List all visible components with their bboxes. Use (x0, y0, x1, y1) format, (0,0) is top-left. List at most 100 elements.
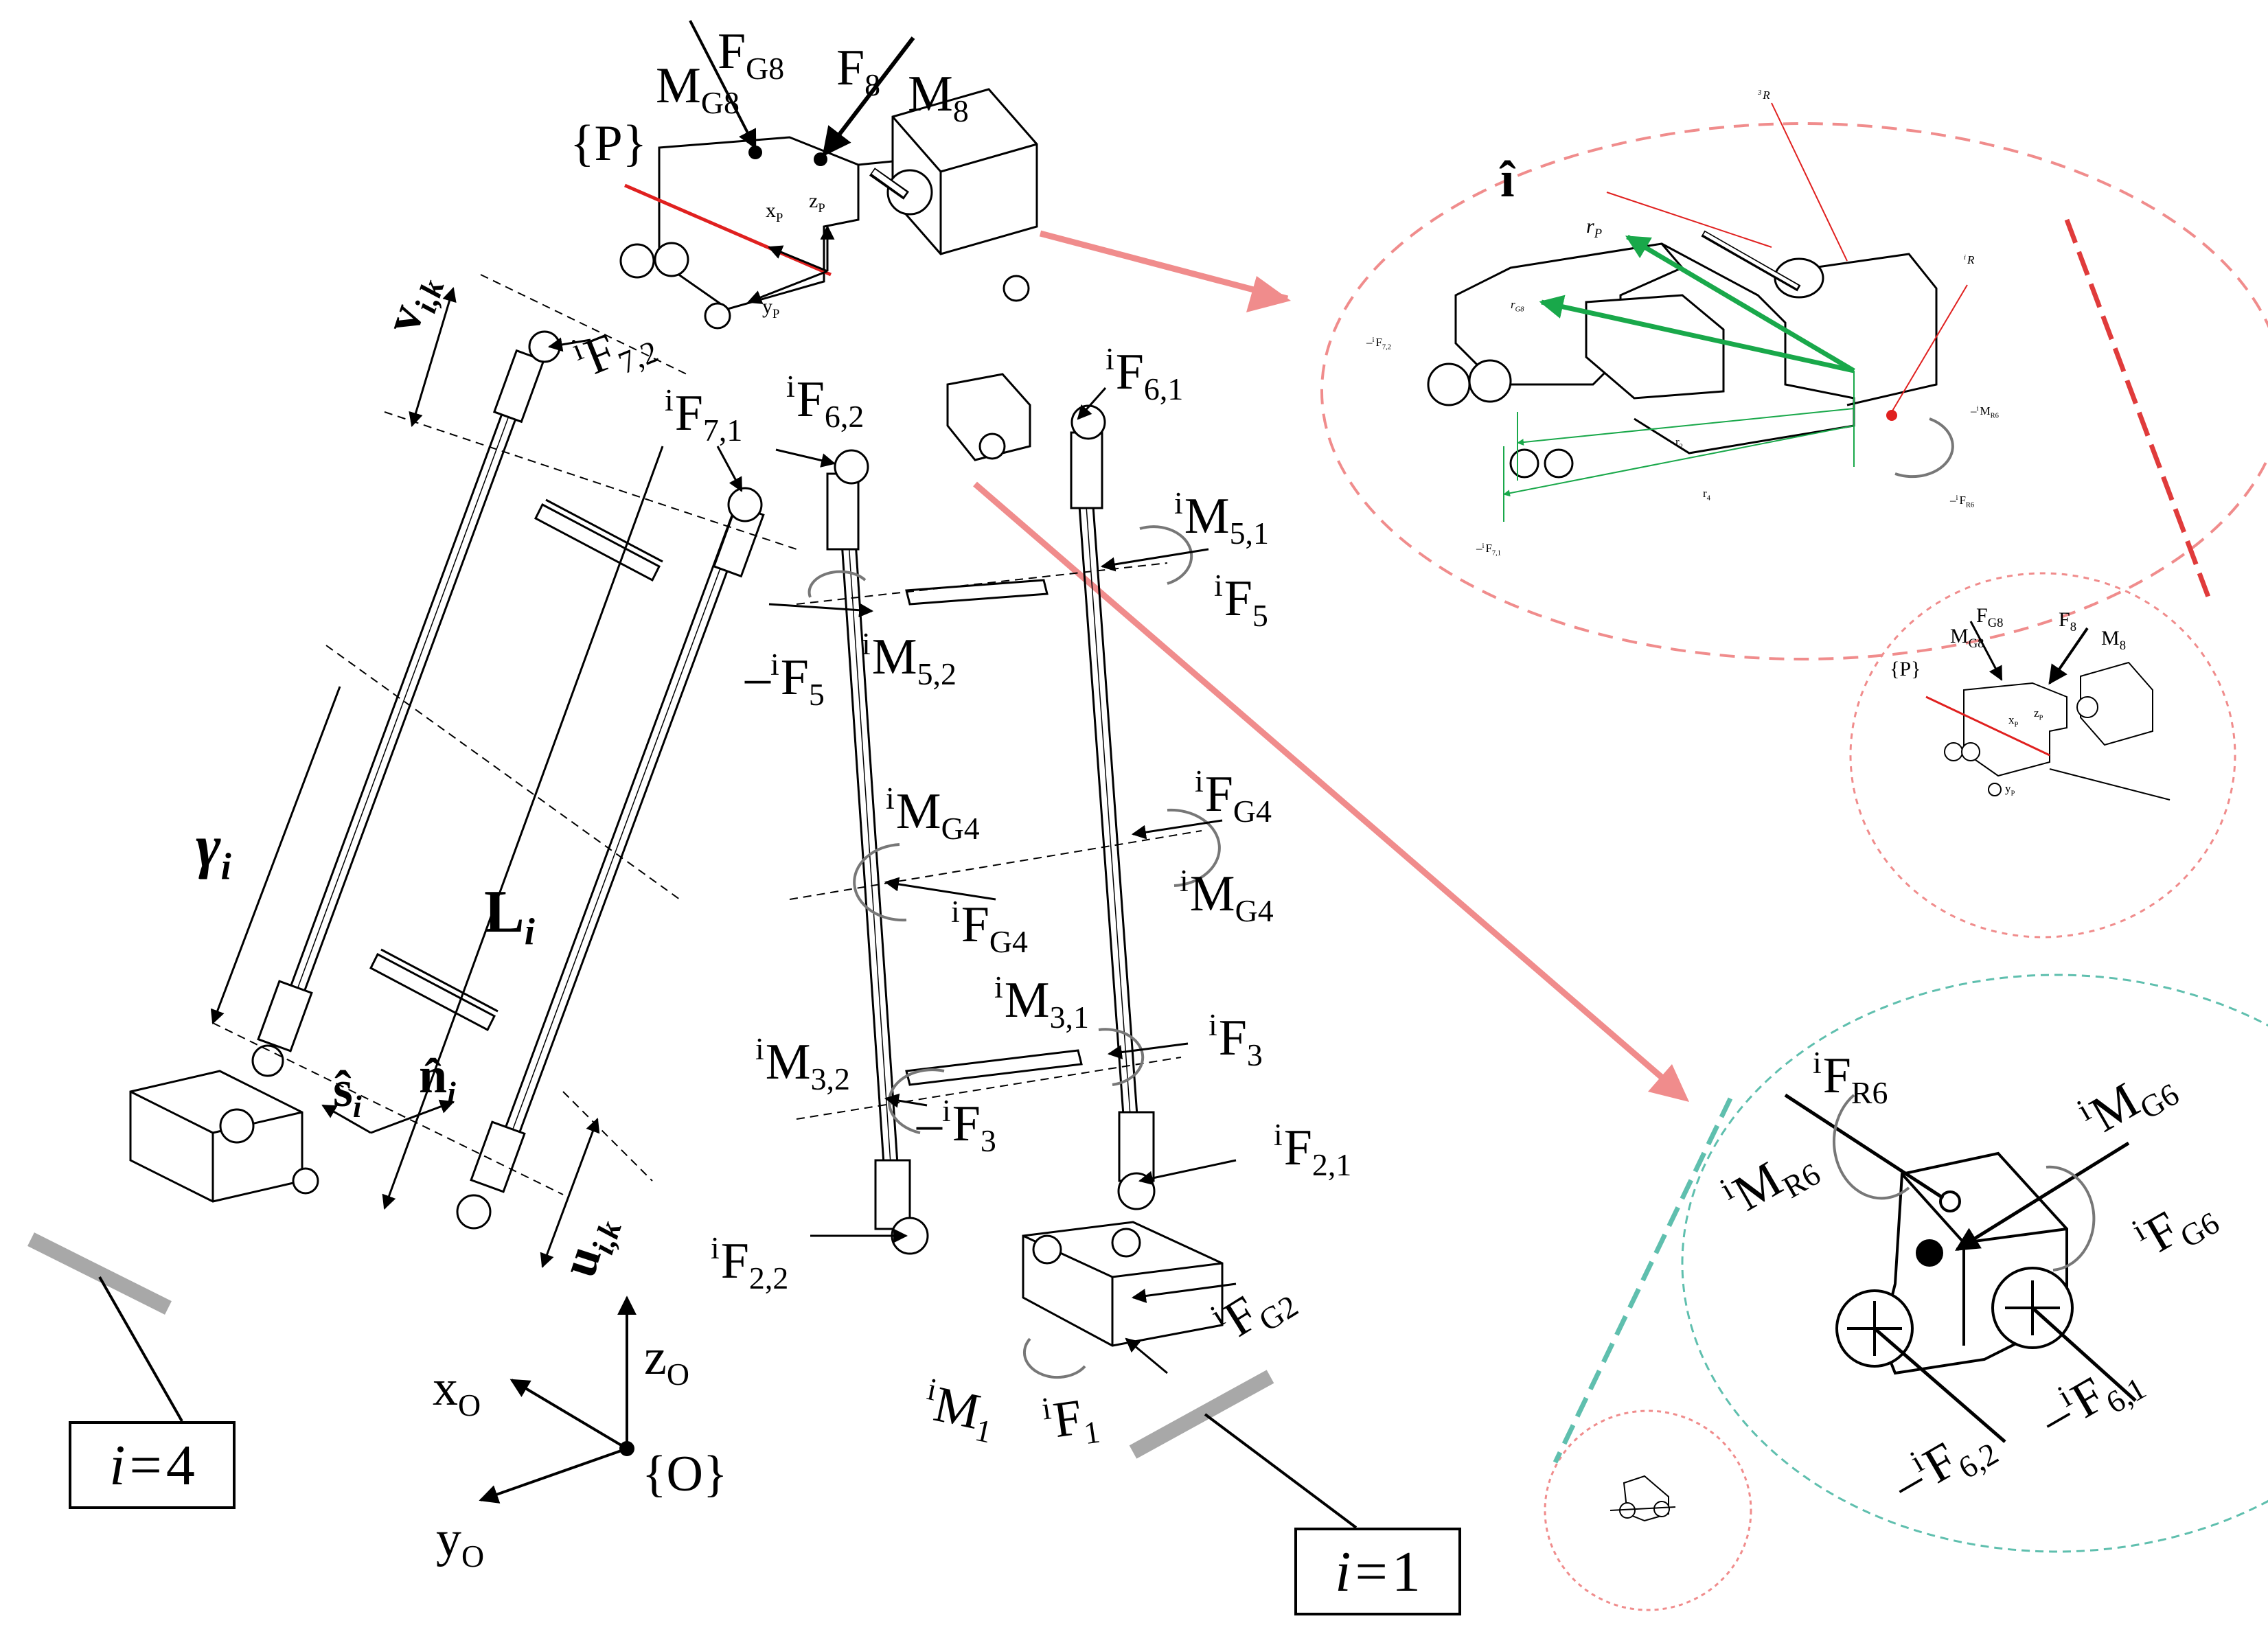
small-label-M8: M8 (2101, 628, 2126, 653)
platform (619, 88, 1038, 330)
label-F62-pre: i (786, 369, 795, 404)
callout-tiny-drawing (1610, 1475, 1676, 1522)
callout-label-rG8-main: r (1511, 298, 1515, 311)
lower-label-FR6-pre: i (1813, 1045, 1822, 1081)
label-M8-sub: 8 (952, 93, 969, 128)
label-FG4-right: iFG4 (1195, 766, 1272, 827)
label-MG4-left-main: M (895, 783, 941, 840)
label-F62: iF6,2 (786, 371, 864, 433)
callout-label-F72-sign: – (1366, 336, 1373, 349)
label-FG4-right-pre: i (1195, 763, 1204, 799)
label-F21-main: F (1283, 1120, 1312, 1176)
label-minus-F5-main: F (780, 649, 809, 706)
label-FG4-left: iFG4 (951, 896, 1028, 958)
callout-label-MR6-pre: i (1976, 404, 1979, 413)
label-MG4-left-pre: i (886, 781, 895, 816)
callout-label-FR6-sub: R6 (1965, 501, 1975, 509)
label-zO: zO (644, 1332, 689, 1390)
label-MG4-left-sub: G4 (941, 810, 980, 846)
callout-label-3R6-pre: 3 (1758, 89, 1762, 97)
leg1-n: 1 (1391, 1539, 1421, 1604)
callout-upper-dims (1503, 371, 1855, 522)
label-MG8-main: M (656, 58, 701, 114)
label-M52: iM5,2 (862, 628, 957, 690)
label-F5-sub: 5 (1252, 597, 1268, 633)
label-M31: iM3,1 (994, 971, 1089, 1033)
callout-label-r4-sub: 4 (1706, 494, 1710, 503)
label-gamma-main: γ (196, 814, 221, 880)
label-minus-F5-sub: 5 (808, 676, 825, 712)
platform-axis-x (624, 183, 832, 277)
label-F3-pre: i (1209, 1007, 1217, 1043)
small-label-M8-main: M (2101, 627, 2120, 649)
ground-plate-left (27, 1232, 172, 1315)
label-minus-F3-sign: – (917, 1096, 942, 1152)
label-xP-sub: P (776, 211, 783, 225)
label-M51-pre: i (1174, 485, 1183, 521)
callout-tiny-pink (1544, 1409, 1752, 1611)
label-zP-main: z (809, 189, 818, 212)
label-F22: iF2,2 (711, 1232, 788, 1294)
label-M52-main: M (871, 629, 917, 685)
leg4-i: i (109, 1433, 126, 1497)
label-F3-main: F (1218, 1010, 1247, 1066)
label-MG8: MG8 (656, 60, 740, 119)
label-FG4-right-main: F (1204, 766, 1233, 822)
leg4-eq: = (129, 1433, 162, 1497)
label-MG4-left: iMG4 (886, 783, 980, 846)
label-yO-main: y (436, 1511, 461, 1567)
leg4-leader (98, 1276, 183, 1422)
F71-arrow (716, 446, 743, 492)
small-label-M8-sub: 8 (2119, 638, 2126, 653)
label-F8: F8 (836, 43, 880, 101)
label-F3: iF3 (1209, 1009, 1263, 1071)
callout-label-rG8: rG8 (1511, 299, 1524, 314)
label-FG8-sub: G8 (746, 50, 785, 86)
small-label-frame-P-text: {P} (1890, 658, 1921, 680)
label-frame-P: {P} (570, 118, 647, 169)
label-M51-main: M (1184, 488, 1230, 544)
small-label-xP: xP (2008, 714, 2018, 729)
callout-label-i-hat: î (1500, 154, 1515, 205)
label-M8-main: M (908, 66, 953, 122)
label-yP: yP (762, 297, 779, 321)
callout-label-FR6-pre: i (1956, 494, 1958, 502)
leg4-n: 4 (165, 1433, 195, 1497)
callout-label-F71-sign: – (1476, 542, 1482, 555)
small-label-FG8-main: F (1976, 604, 1988, 627)
small-label-xP-main: x (2008, 713, 2015, 726)
label-xO: xO (433, 1363, 481, 1421)
label-MG4-right-pre: i (1180, 863, 1189, 899)
label-yO: yO (436, 1514, 484, 1572)
callout-label-r2-main: r (1675, 435, 1680, 448)
label-M32-pre: i (755, 1031, 764, 1067)
callout-label-MR6-main: M (1980, 404, 1991, 417)
callout-label-MR6-sign: – (1971, 404, 1977, 417)
label-minus-F3-main: F (952, 1096, 981, 1152)
small-label-zP: zP (2034, 707, 2043, 722)
label-zP-sub: P (818, 201, 825, 216)
FG8-point (748, 146, 762, 159)
label-s-hat: ŝi (333, 1064, 362, 1123)
label-minus-F5: –iF5 (745, 649, 825, 712)
callout-label-rP-sub: P (1594, 227, 1603, 241)
label-F71-sub: 7,1 (702, 412, 743, 448)
label-F71-pre: i (665, 382, 674, 418)
callout-label-FR6-main: F (1959, 494, 1966, 507)
label-M8: M8 (908, 69, 969, 127)
label-M51-sub: 5,1 (1229, 515, 1269, 551)
label-gamma-sub: i (220, 845, 231, 888)
label-minus-F5-pre: i (770, 647, 779, 682)
small-label-yP-main: y (2005, 782, 2011, 795)
callout-label-i-hat-text: î (1500, 152, 1515, 208)
label-F61-sub: 6,1 (1143, 371, 1184, 406)
label-FG4-left-main: F (961, 897, 989, 953)
label-L-sub: i (524, 910, 535, 953)
F72-arrow (547, 337, 591, 352)
label-minus-F3: –iF3 (917, 1095, 996, 1157)
small-label-F8-main: F (2059, 608, 2070, 631)
